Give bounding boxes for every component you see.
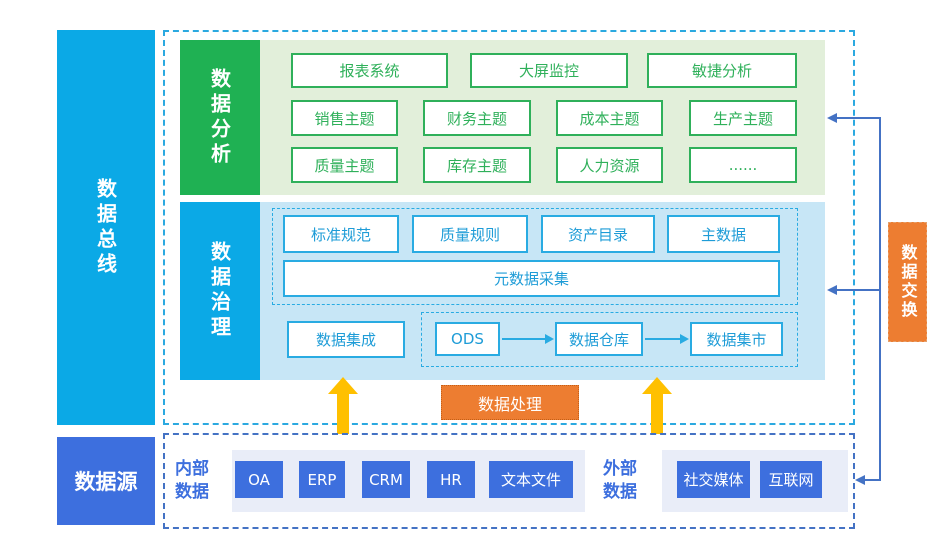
external-data-label: 外部数据	[603, 459, 637, 502]
source-system-box: 文本文件	[489, 461, 573, 498]
theme-box: 人力资源	[556, 147, 663, 183]
exchange-branch-line	[864, 479, 881, 481]
rule-box: 资产目录	[541, 215, 655, 253]
data-exchange-label: 数据交换	[898, 244, 918, 320]
warehouse-dashed-group	[421, 312, 798, 367]
analysis-title-bar: 数据分析	[180, 40, 260, 195]
data-bus-label: 数据总线	[93, 177, 118, 278]
left-arrow-icon	[827, 285, 837, 295]
theme-box: 销售主题	[291, 100, 398, 136]
analysis-box: 报表系统	[291, 53, 448, 88]
flow-arrow-icon	[545, 334, 554, 344]
theme-box: 库存主题	[423, 147, 531, 183]
data-processing-box: 数据处理	[441, 385, 579, 420]
left-arrow-icon	[855, 475, 865, 485]
governance-title-bar: 数据治理	[180, 202, 260, 380]
rule-box: 标准规范	[283, 215, 399, 253]
data-exchange-box: 数据交换	[888, 222, 927, 342]
exchange-branch-line	[836, 117, 881, 119]
left-arrow-icon	[827, 113, 837, 123]
source-system-box: CRM	[362, 461, 410, 498]
source-system-box: HR	[427, 461, 475, 498]
up-arrow-shaft	[337, 393, 349, 434]
up-arrow-shaft	[651, 393, 663, 434]
data-integration-box: 数据集成	[287, 321, 405, 358]
ods-box: ODS	[435, 322, 500, 356]
source-system-box: 互联网	[760, 461, 822, 498]
source-dashed-frame	[163, 433, 855, 529]
warehouse-box: 数据仓库	[555, 322, 643, 356]
up-arrow-icon	[328, 377, 358, 394]
exchange-branch-line	[836, 289, 881, 291]
theme-box: 生产主题	[689, 100, 797, 136]
rule-box: 质量规则	[412, 215, 528, 253]
source-system-box: ERP	[299, 461, 345, 498]
up-arrow-icon	[642, 377, 672, 394]
data-processing-label: 数据处理	[477, 394, 542, 414]
metadata-collect-box: 元数据采集	[283, 260, 780, 297]
analysis-box: 大屏监控	[470, 53, 628, 88]
flow-arrow-line	[502, 338, 546, 340]
flow-arrow-line	[645, 338, 681, 340]
analysis-title: 数据分析	[207, 67, 232, 168]
data-source-label: 数据源	[74, 470, 138, 494]
source-system-box: OA	[235, 461, 283, 498]
governance-rules-group	[272, 208, 798, 305]
analysis-box: 敏捷分析	[647, 53, 797, 88]
internal-data-label: 内部数据	[175, 459, 209, 502]
theme-box: 质量主题	[291, 147, 398, 183]
platform-dashed-frame	[163, 30, 855, 425]
flow-arrow-icon	[680, 334, 689, 344]
rule-box: 主数据	[667, 215, 780, 253]
source-system-box: 社交媒体	[677, 461, 750, 498]
data-source-bar: 数据源	[57, 437, 155, 525]
theme-box: 成本主题	[556, 100, 663, 136]
data-bus-bar: 数据总线	[57, 30, 155, 425]
mart-box: 数据集市	[690, 322, 783, 356]
exchange-vertical-line	[879, 117, 881, 481]
governance-title: 数据治理	[207, 241, 232, 341]
theme-box: 财务主题	[423, 100, 531, 136]
theme-box: ......	[689, 147, 797, 183]
